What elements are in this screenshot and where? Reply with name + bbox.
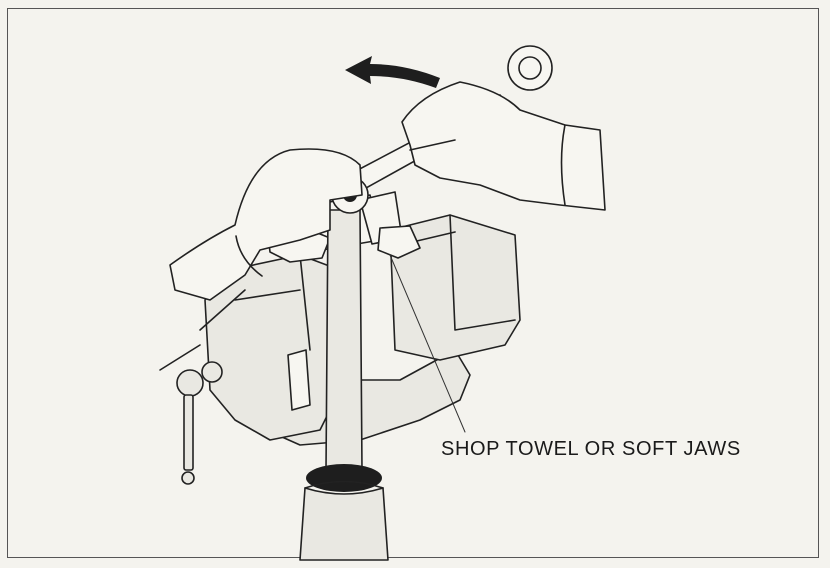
bench-vise [204, 191, 521, 446]
left-hand [159, 148, 363, 371]
callout-leader-line [389, 254, 466, 433]
vise-handle [176, 361, 223, 485]
rotation-arrow-icon [345, 56, 440, 88]
figure-border [7, 8, 819, 558]
callout-label: SHOP TOWEL OR SOFT JAWS [441, 438, 741, 460]
right-hand [401, 81, 606, 211]
shock-absorber [299, 209, 389, 561]
